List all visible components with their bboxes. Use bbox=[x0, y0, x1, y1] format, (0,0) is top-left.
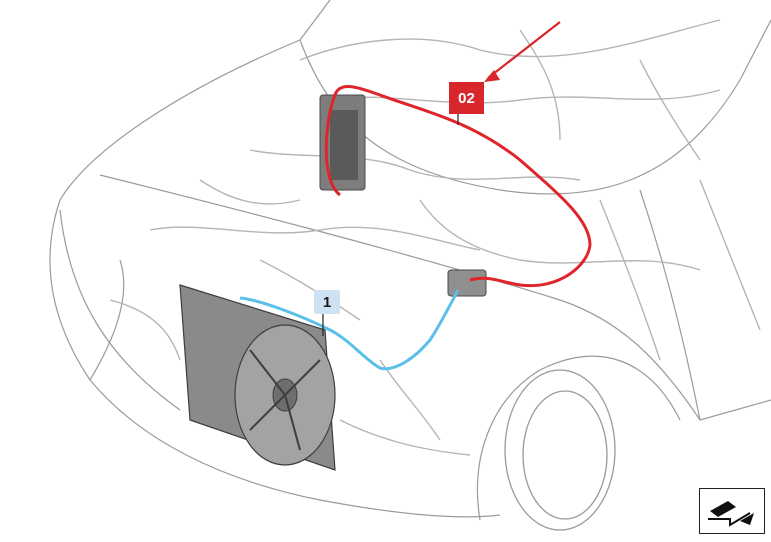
red-pointer-arrow bbox=[484, 21, 561, 82]
car-body-outline bbox=[49, 0, 771, 521]
callout-1[interactable]: 1 bbox=[314, 290, 340, 314]
background-wiring bbox=[109, 19, 761, 456]
orientation-box bbox=[699, 488, 765, 534]
front-wheel bbox=[504, 369, 616, 531]
blue-harness bbox=[239, 289, 460, 371]
radiator-fan bbox=[179, 284, 336, 471]
callout-02[interactable]: 02 bbox=[449, 82, 484, 114]
fuse-box bbox=[319, 94, 366, 191]
orientation-arrow-icon bbox=[708, 501, 754, 527]
red-harness bbox=[324, 85, 592, 288]
control-module bbox=[447, 269, 487, 297]
